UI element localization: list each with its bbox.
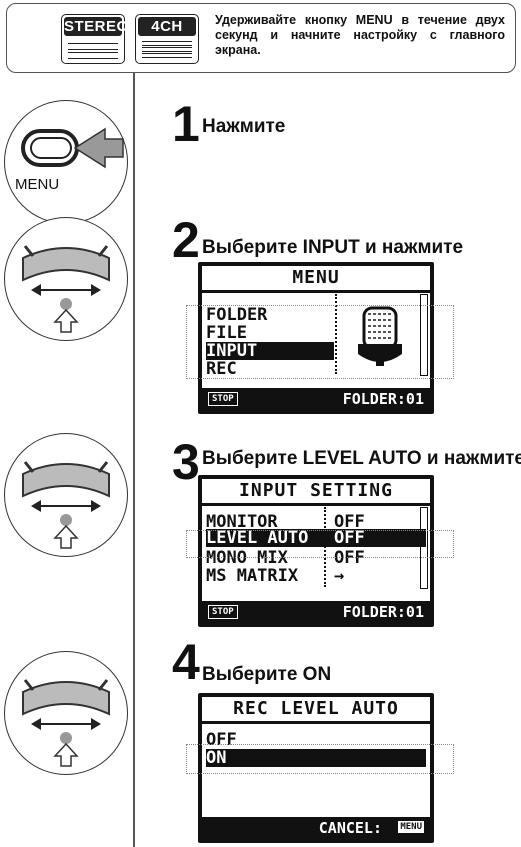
screen-input-title: INPUT SETTING — [202, 479, 430, 506]
option-off: OFF — [206, 731, 237, 745]
menu-button-icon: MENU — [4, 100, 128, 224]
step-3-text: Выберите LEVEL AUTO и нажмите — [202, 448, 521, 469]
screen-rec-level-auto: REC LEVEL AUTO OFF ON CANCEL: MENU — [198, 693, 434, 843]
4ch-label: 4CH — [138, 17, 196, 36]
folder-indicator: FOLDER:01 — [342, 390, 424, 408]
step-4-number: 4 — [172, 634, 200, 690]
step-2-number: 2 — [172, 212, 200, 268]
selection-highlight — [186, 305, 454, 379]
jog-dial-icon — [4, 433, 128, 557]
microphone-icon — [358, 306, 402, 366]
selection-highlight — [186, 744, 454, 774]
folder-indicator: FOLDER:01 — [342, 603, 424, 621]
header-instruction: Удерживайте кнопку MENU в течение двух с… — [215, 13, 505, 57]
jog-dial-icon — [4, 217, 128, 341]
screen-menu-title: MENU — [202, 266, 430, 293]
screen-menu: MENU FOLDER FILE INPUT REC STOP FOLDER:0… — [198, 262, 434, 414]
menu-item-folder: FOLDER — [206, 305, 268, 325]
menu-item-file: FILE — [206, 323, 247, 343]
screen-level-title: REC LEVEL AUTO — [202, 697, 430, 724]
jog-dial-icon — [4, 651, 128, 775]
input-row-ms-matrix: MS MATRIX→ — [206, 566, 345, 586]
stereo-label: STEREO — [64, 17, 129, 36]
step-1-number: 1 — [172, 96, 200, 152]
step-2-text: Выберите INPUT и нажмите — [202, 237, 464, 258]
selection-highlight — [186, 530, 454, 558]
stereo-mode-icon: STEREO — [61, 14, 129, 64]
divider-line — [133, 73, 135, 847]
menu-icon-label: MENU — [15, 176, 60, 193]
step-1-text: Нажмите — [202, 116, 286, 137]
stop-indicator: STOP — [208, 392, 238, 406]
step-4-text: Выберите ON — [202, 664, 332, 685]
menu-item-input: INPUT — [206, 342, 334, 360]
cancel-label: CANCEL: — [318, 819, 382, 837]
menu-item-rec: REC — [206, 360, 237, 374]
header-box: STEREO 4CH Удерживайте кнопку MENU в теч… — [6, 3, 516, 73]
4ch-mode-icon: 4CH — [135, 14, 199, 64]
step-3-number: 3 — [172, 434, 200, 490]
option-on: ON — [206, 749, 426, 767]
menu-key-label: MENU — [398, 821, 424, 833]
stop-indicator: STOP — [208, 605, 238, 619]
